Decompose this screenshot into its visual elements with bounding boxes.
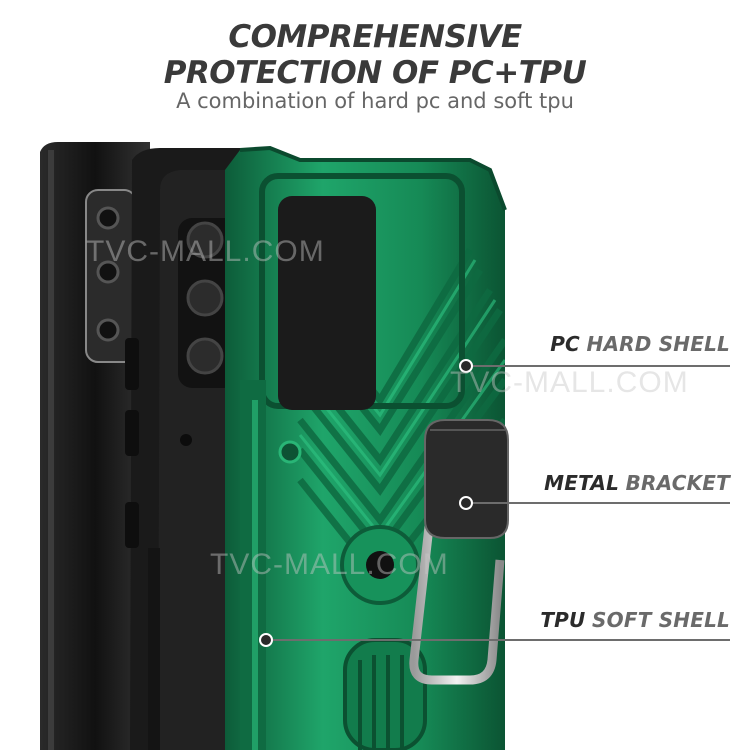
callout-tpu-rest: SOFT SHELL [592,608,730,632]
subtitle: A combination of hard pc and soft tpu [176,89,574,113]
callout-tpu-soft-shell: TPU SOFT SHELL [540,608,730,632]
callout-pc-rest: HARD SHELL [586,332,730,356]
callout-tpu-line [259,633,730,647]
metal-ring-bracket [409,419,509,685]
headline-line-2: PROTECTION OF PC+TPU [163,55,587,91]
callout-metal-bracket: METAL BRACKET [544,471,730,495]
phone-body [40,142,150,750]
callout-metal-line [459,496,730,510]
tpu-soft-shell [125,148,250,750]
callout-pc-line [459,359,730,373]
callout-metal-rest: BRACKET [625,471,730,495]
headline-line-1: COMPREHENSIVE [228,19,522,55]
callout-pc-strong: PC [550,332,580,356]
watermark: TVC-MALL.COM [210,548,449,581]
callout-tpu-strong: TPU [540,608,586,632]
watermark: TVC-MALL.COM [450,366,689,399]
callout-pc-hard-shell: PC HARD SHELL [550,332,730,356]
watermark: TVC-MALL.COM [86,235,325,268]
pc-hard-shell [225,145,507,750]
callout-metal-strong: METAL [544,471,620,495]
